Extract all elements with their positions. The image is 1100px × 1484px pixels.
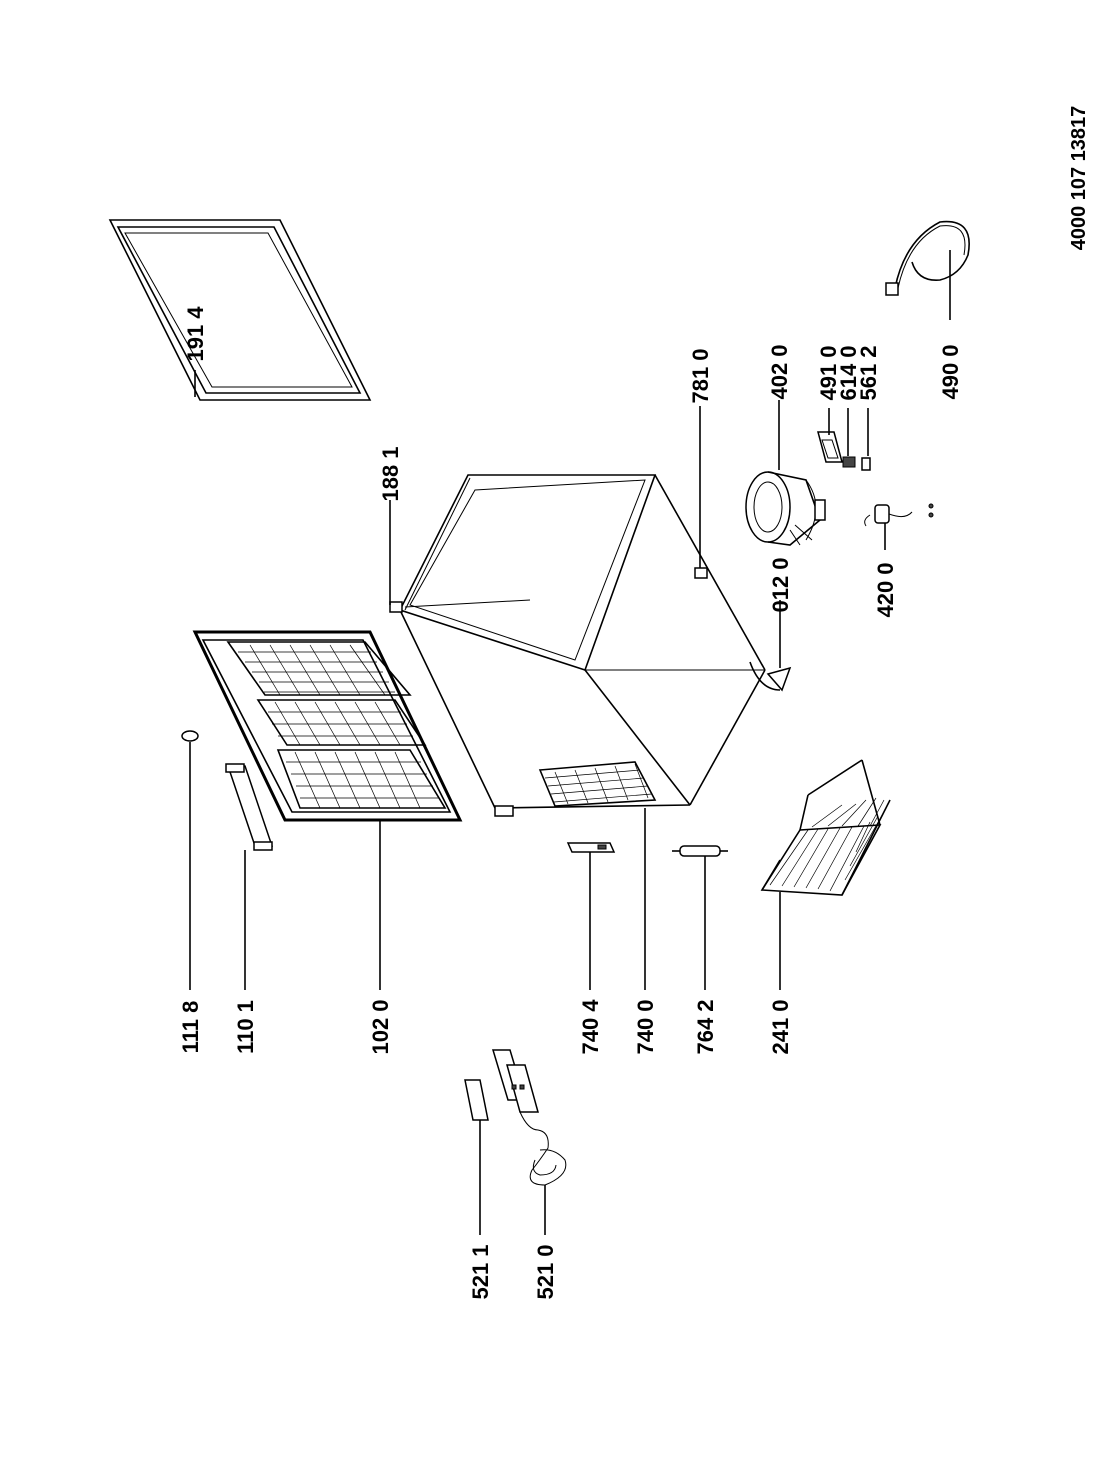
part-label-110-1: 110 1 <box>233 1000 258 1054</box>
part-label-521-0: 521 0 <box>533 1244 558 1299</box>
part-label-781-0: 781 0 <box>688 348 713 403</box>
part-label-188-1: 188 1 <box>378 446 403 501</box>
drier-drawing <box>672 845 728 857</box>
door-gasket-drawing <box>108 219 372 401</box>
part-label-521-1: 521 1 <box>468 1244 493 1299</box>
corner-piece-drawing <box>749 661 792 692</box>
part-label-490-0: 490 0 <box>938 344 963 399</box>
part-label-241-0: 241 0 <box>768 999 793 1054</box>
part-label-614-0: 614 0 <box>836 345 861 400</box>
lid-drawing <box>192 630 463 822</box>
overload-protector-drawing <box>842 456 856 468</box>
part-label-191-4: 191 4 <box>183 306 208 362</box>
part-label-764-2: 764 2 <box>693 999 718 1054</box>
cabinet-drawing <box>389 474 766 817</box>
basket-drawing <box>760 759 891 896</box>
thermostat-drawing <box>464 1049 567 1186</box>
knob-drawing <box>181 730 199 742</box>
part-label-012-0: 012 0 <box>768 557 793 612</box>
capacitor-drawing <box>864 503 934 527</box>
part-label-491-0: 491 0 <box>816 345 841 400</box>
connector-drawing <box>861 457 871 471</box>
part-label-420-0: 420 0 <box>873 562 898 617</box>
part-label-402-0: 402 0 <box>767 344 792 399</box>
document-number: 4000 107 13817 <box>1068 106 1090 251</box>
part-label-102-0: 102 0 <box>368 999 393 1054</box>
compressor-drawing <box>745 471 826 546</box>
plate-drawing <box>694 567 708 579</box>
thermostat-bracket-drawing <box>566 842 616 853</box>
part-label-561-2: 561 2 <box>856 345 881 400</box>
lid-perforation-pattern <box>238 644 439 809</box>
part-label-740-0: 740 0 <box>633 999 658 1054</box>
leader-lines <box>189 250 951 1235</box>
relay-box-drawing <box>817 431 843 463</box>
part-label-111-8: 111 8 <box>178 1001 203 1054</box>
part-label-740-4: 740 4 <box>578 999 603 1055</box>
condenser-coil-drawing <box>538 761 657 807</box>
label-sheet-drawing <box>464 1079 489 1121</box>
power-cord-drawing <box>885 220 970 296</box>
handle-drawing <box>225 763 274 851</box>
